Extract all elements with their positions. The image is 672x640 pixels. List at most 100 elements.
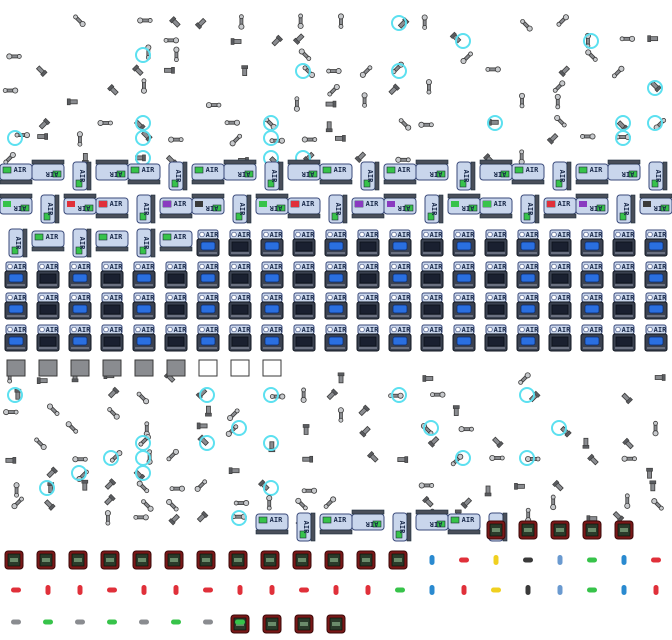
- air-sign-label: AIR: [430, 203, 438, 216]
- capsule: [621, 555, 627, 565]
- wrench-icon: [266, 495, 273, 511]
- wrench-icon: [361, 92, 368, 108]
- highlight-ring: [423, 420, 439, 436]
- air-sign-label: AIR: [270, 231, 283, 239]
- air-sign-label: AIR: [334, 326, 347, 334]
- air-sign-label: AIR: [398, 263, 411, 271]
- highlight-ring: [551, 420, 567, 436]
- red-crate: [196, 550, 216, 570]
- status-light: [291, 201, 299, 207]
- wrench-icon: [238, 14, 245, 30]
- air-sign-label: AIR: [334, 516, 347, 524]
- air-sign-label: AIR: [46, 294, 59, 302]
- wrench-icon: [518, 17, 534, 33]
- wrench-icon: [6, 53, 22, 60]
- machine-tile: [166, 359, 186, 377]
- bolt-icon: [452, 405, 460, 416]
- wrench-icon: [104, 510, 111, 526]
- bolt-icon: [43, 498, 56, 511]
- highlight-ring: [487, 115, 503, 131]
- air-sign-label: AIR: [429, 170, 442, 178]
- capsule: [203, 587, 213, 593]
- air-sign-label: AIR: [302, 263, 315, 271]
- bolt-icon: [337, 372, 345, 384]
- capsule: [299, 587, 309, 593]
- air-sign-label: AIR: [142, 203, 150, 216]
- wrench-icon: [516, 371, 532, 387]
- bolt-icon: [325, 121, 333, 133]
- air-sign-label: AIR: [334, 294, 347, 302]
- status-light: [67, 201, 75, 207]
- air-sign-label: AIR: [526, 326, 539, 334]
- wrench-icon: [553, 113, 568, 129]
- bolt-icon: [357, 404, 370, 417]
- highlight-ring: [391, 387, 407, 403]
- air-sign-label: AIR: [270, 170, 278, 183]
- bolt-icon: [491, 436, 504, 449]
- wrench-icon: [418, 482, 435, 489]
- bolt-icon: [558, 64, 571, 78]
- air-sign-label: AIR: [142, 326, 155, 334]
- wrench-icon: [610, 64, 626, 80]
- air-sign-label: AIR: [302, 200, 315, 208]
- air-sign-label: AIR: [334, 203, 342, 216]
- air-sign-label: AIR: [206, 231, 219, 239]
- wrench-icon: [64, 420, 80, 435]
- capsule: [653, 585, 659, 595]
- capsule: [11, 587, 21, 593]
- red-crate: [486, 520, 506, 540]
- wrench-icon: [165, 497, 180, 513]
- air-sign-label: AIR: [142, 166, 155, 174]
- air-sign-label: AIR: [205, 204, 218, 212]
- wrench-icon: [2, 87, 19, 94]
- wrench-icon: [45, 402, 61, 418]
- air-sign-label: AIR: [238, 294, 251, 302]
- capsule: [173, 585, 179, 595]
- wrench-icon: [619, 35, 636, 42]
- air-sign-label: AIR: [110, 233, 123, 241]
- bolt-icon: [196, 422, 208, 430]
- capsule: [171, 619, 181, 625]
- red-crate: [68, 550, 88, 570]
- bolt-icon: [326, 388, 339, 401]
- capsule: [45, 585, 51, 595]
- bolt-icon: [422, 375, 434, 382]
- air-sign-label: AIR: [366, 200, 379, 208]
- bolt-icon: [36, 377, 48, 385]
- red-crate: [326, 614, 346, 634]
- capsule: [333, 585, 339, 595]
- air-sign-label: AIR: [302, 521, 310, 534]
- status-light: [259, 201, 267, 207]
- bolt-icon: [422, 495, 435, 508]
- status-light: [355, 201, 363, 207]
- bolt-icon: [427, 435, 440, 448]
- air-sign-label: AIR: [398, 521, 406, 534]
- capsule: [429, 555, 435, 565]
- highlight-ring: [519, 387, 535, 403]
- wrench-icon: [97, 119, 113, 126]
- air-sign-label: AIR: [654, 294, 667, 302]
- bolt-icon: [107, 84, 120, 97]
- air-sign-label: AIR: [206, 263, 219, 271]
- bolt-icon: [169, 16, 182, 29]
- wrench-icon: [421, 14, 428, 30]
- wrench-icon: [418, 121, 434, 128]
- wrench-icon: [388, 392, 404, 399]
- air-sign-label: AIR: [430, 294, 443, 302]
- status-light: [3, 201, 11, 207]
- air-sign-label: AIR: [14, 263, 27, 271]
- highlight-ring: [455, 33, 471, 49]
- capsule: [107, 619, 117, 625]
- highlight-ring: [135, 47, 151, 63]
- air-sign-label: AIR: [77, 204, 90, 212]
- highlight-ring: [519, 450, 535, 466]
- air-sign-label: AIR: [494, 294, 507, 302]
- status-light: [451, 201, 459, 207]
- highlight-ring: [71, 465, 87, 481]
- air-sign-label: AIR: [270, 294, 283, 302]
- wrench-icon: [135, 479, 151, 495]
- capsule: [75, 619, 85, 625]
- highlight-ring: [199, 435, 215, 451]
- bolt-icon: [552, 479, 565, 492]
